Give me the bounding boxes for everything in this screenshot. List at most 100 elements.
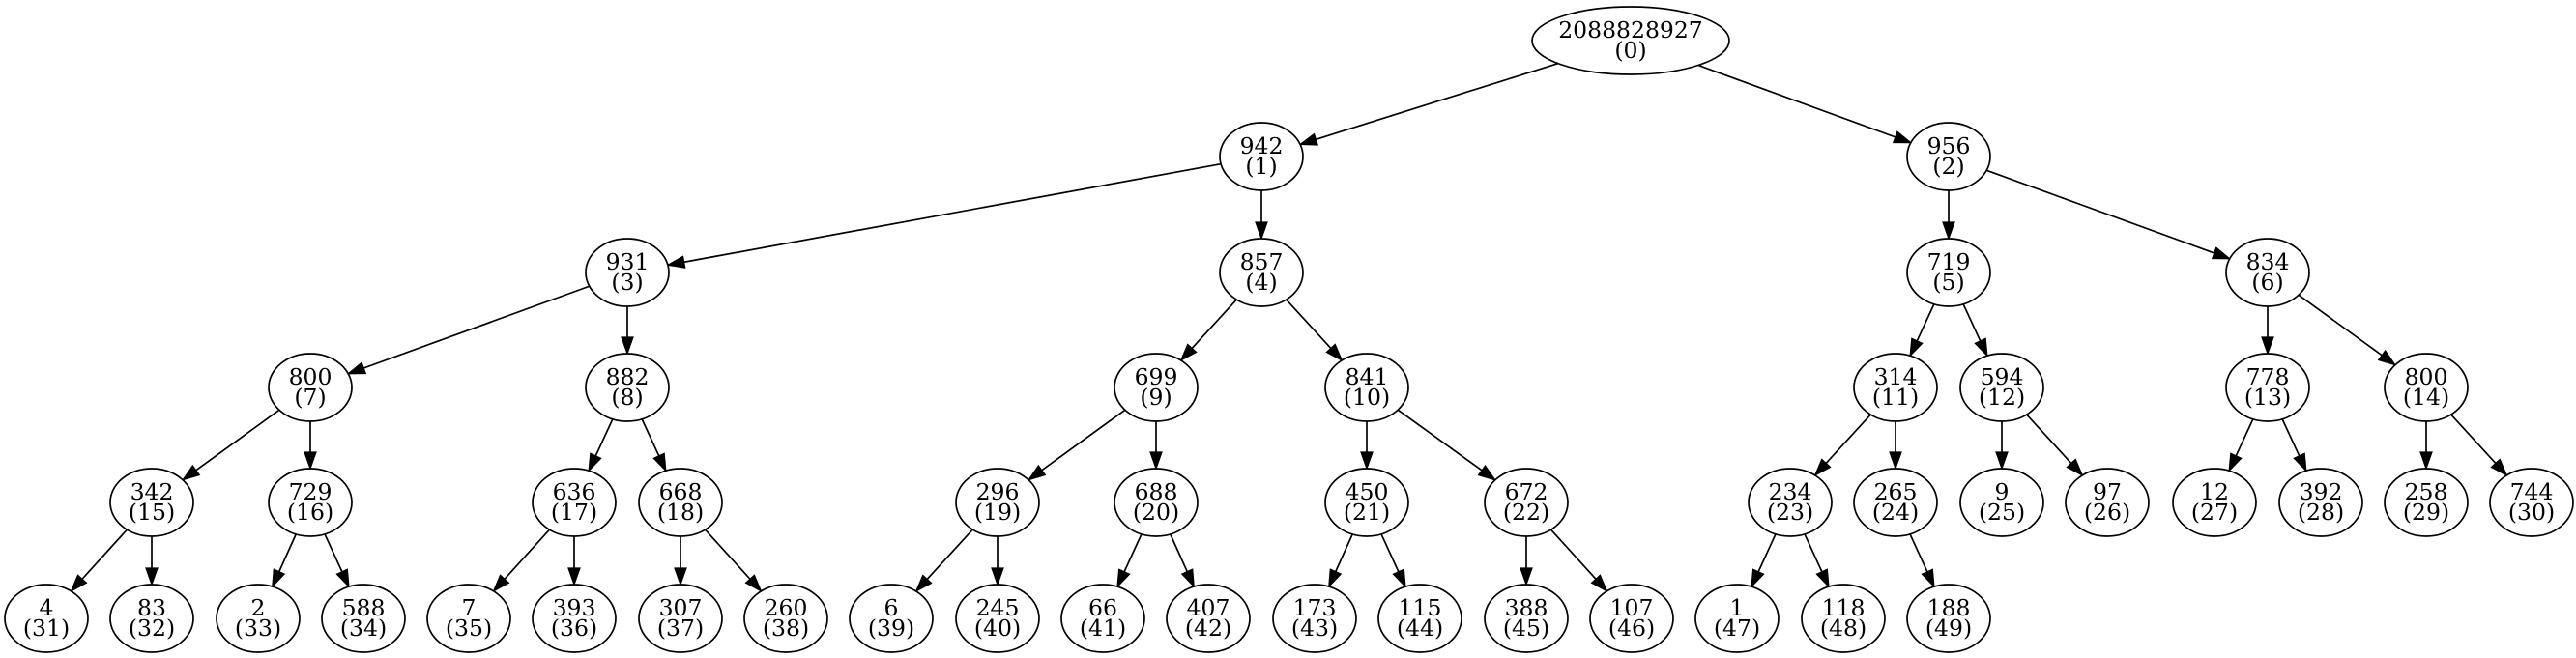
arrowhead-icon bbox=[2211, 246, 2232, 260]
edge-line bbox=[362, 285, 591, 369]
node-value: 296 bbox=[976, 478, 1020, 505]
arrowhead-icon bbox=[1027, 464, 1047, 481]
node-index: (35) bbox=[446, 615, 492, 642]
tree-node-27: 12(27) bbox=[2172, 468, 2257, 537]
node-index: (8) bbox=[611, 384, 643, 411]
arrowhead-icon bbox=[1751, 568, 1765, 588]
tree-node-48: 118(48) bbox=[1801, 584, 1886, 653]
edge-19-40 bbox=[991, 536, 1004, 586]
arrowhead-icon bbox=[1995, 451, 2009, 471]
tree-node-6: 834(6) bbox=[2225, 238, 2310, 307]
edge-5-12 bbox=[1962, 303, 1988, 358]
edge-line bbox=[641, 418, 660, 457]
node-value: 258 bbox=[2405, 478, 2448, 505]
edge-12-26 bbox=[2026, 414, 2084, 477]
node-index: (14) bbox=[2403, 384, 2449, 411]
edge-15-32 bbox=[145, 536, 159, 586]
node-ellipse bbox=[1219, 238, 1304, 307]
arrowhead-icon bbox=[145, 567, 159, 586]
arrowhead-icon bbox=[335, 568, 350, 588]
node-value: 636 bbox=[553, 478, 596, 505]
edge-line bbox=[2450, 414, 2497, 464]
node-ellipse bbox=[1853, 353, 1938, 422]
node-value: 594 bbox=[1981, 363, 2024, 390]
node-ellipse bbox=[1324, 468, 1409, 537]
tree-node-23: 234(23) bbox=[1748, 468, 1833, 537]
edge-line bbox=[1825, 414, 1871, 464]
node-value: 6 bbox=[884, 594, 899, 621]
edge-line bbox=[1123, 533, 1143, 573]
node-ellipse bbox=[1324, 353, 1409, 422]
tree-node-41: 66(41) bbox=[1060, 584, 1145, 653]
edge-12-25 bbox=[1995, 421, 2009, 471]
node-index: (49) bbox=[1925, 615, 1972, 642]
node-ellipse bbox=[268, 468, 353, 537]
node-ellipse bbox=[4, 584, 89, 653]
arrowhead-icon bbox=[1179, 343, 1198, 362]
node-value: 800 bbox=[2405, 363, 2448, 390]
tree-node-20: 688(20) bbox=[1114, 468, 1199, 537]
node-value: 956 bbox=[1927, 132, 1971, 159]
edge-19-39 bbox=[914, 529, 973, 593]
node-ellipse bbox=[1114, 353, 1199, 422]
node-ellipse bbox=[1959, 468, 2044, 537]
node-value: 4 bbox=[40, 594, 54, 621]
node-ellipse bbox=[638, 468, 723, 537]
edge-11-24 bbox=[1889, 421, 1902, 471]
node-index: (20) bbox=[1133, 499, 1179, 526]
node-value: 393 bbox=[553, 594, 596, 621]
edge-4-9 bbox=[1179, 299, 1237, 362]
node-index: (23) bbox=[1767, 499, 1813, 526]
arrowhead-icon bbox=[1255, 221, 1268, 241]
node-index: (37) bbox=[657, 615, 704, 642]
node-value: 173 bbox=[1293, 594, 1337, 621]
tree-node-18: 668(18) bbox=[638, 468, 723, 537]
edge-0-1 bbox=[1298, 62, 1559, 146]
node-ellipse bbox=[1589, 584, 1674, 653]
node-ellipse bbox=[1272, 584, 1357, 653]
edge-line bbox=[277, 533, 297, 572]
edge-1-3 bbox=[666, 162, 1222, 269]
node-value: 7 bbox=[462, 594, 477, 621]
edge-line bbox=[1191, 299, 1237, 349]
arrowhead-icon bbox=[1298, 132, 1318, 146]
arrowhead-icon bbox=[1889, 451, 1902, 471]
edge-17-36 bbox=[567, 536, 581, 586]
arrowhead-icon bbox=[1520, 567, 1533, 586]
edge-7-16 bbox=[304, 421, 317, 471]
tree-node-2: 956(2) bbox=[1906, 122, 1991, 191]
tree-node-44: 115(44) bbox=[1377, 584, 1462, 653]
node-index: (19) bbox=[974, 499, 1021, 526]
node-index: (0) bbox=[1614, 37, 1646, 64]
node-index: (30) bbox=[2508, 499, 2555, 526]
edge-line bbox=[1334, 533, 1353, 572]
edge-line bbox=[1041, 409, 1126, 472]
node-index: (4) bbox=[1245, 269, 1277, 296]
arrowhead-icon bbox=[588, 452, 602, 472]
edge-17-35 bbox=[492, 529, 551, 593]
node-value: 668 bbox=[659, 478, 703, 505]
arrowhead-icon bbox=[1116, 568, 1131, 588]
tree-node-8: 882(8) bbox=[585, 353, 670, 422]
node-ellipse bbox=[2225, 353, 2310, 422]
node-ellipse bbox=[2278, 468, 2363, 537]
node-index: (36) bbox=[551, 615, 597, 642]
node-ellipse bbox=[1853, 468, 1938, 537]
edge-line bbox=[1397, 409, 1483, 472]
edge-line bbox=[1286, 299, 1332, 349]
edge-13-27 bbox=[2228, 418, 2254, 472]
tree-node-22: 672(22) bbox=[1484, 468, 1569, 537]
node-value: 97 bbox=[2093, 478, 2122, 505]
tree-node-49: 188(49) bbox=[1906, 584, 1991, 653]
edge-line bbox=[704, 529, 751, 580]
node-value: 699 bbox=[1135, 363, 1178, 390]
edge-line bbox=[504, 529, 551, 580]
edge-7-15 bbox=[181, 409, 280, 481]
node-value: 778 bbox=[2246, 363, 2290, 390]
edge-line bbox=[324, 533, 343, 573]
node-ellipse bbox=[268, 353, 353, 422]
node-ellipse bbox=[585, 238, 670, 307]
arrowhead-icon bbox=[1942, 221, 1955, 241]
node-value: 672 bbox=[1505, 478, 1548, 505]
tree-node-19: 296(19) bbox=[955, 468, 1040, 537]
